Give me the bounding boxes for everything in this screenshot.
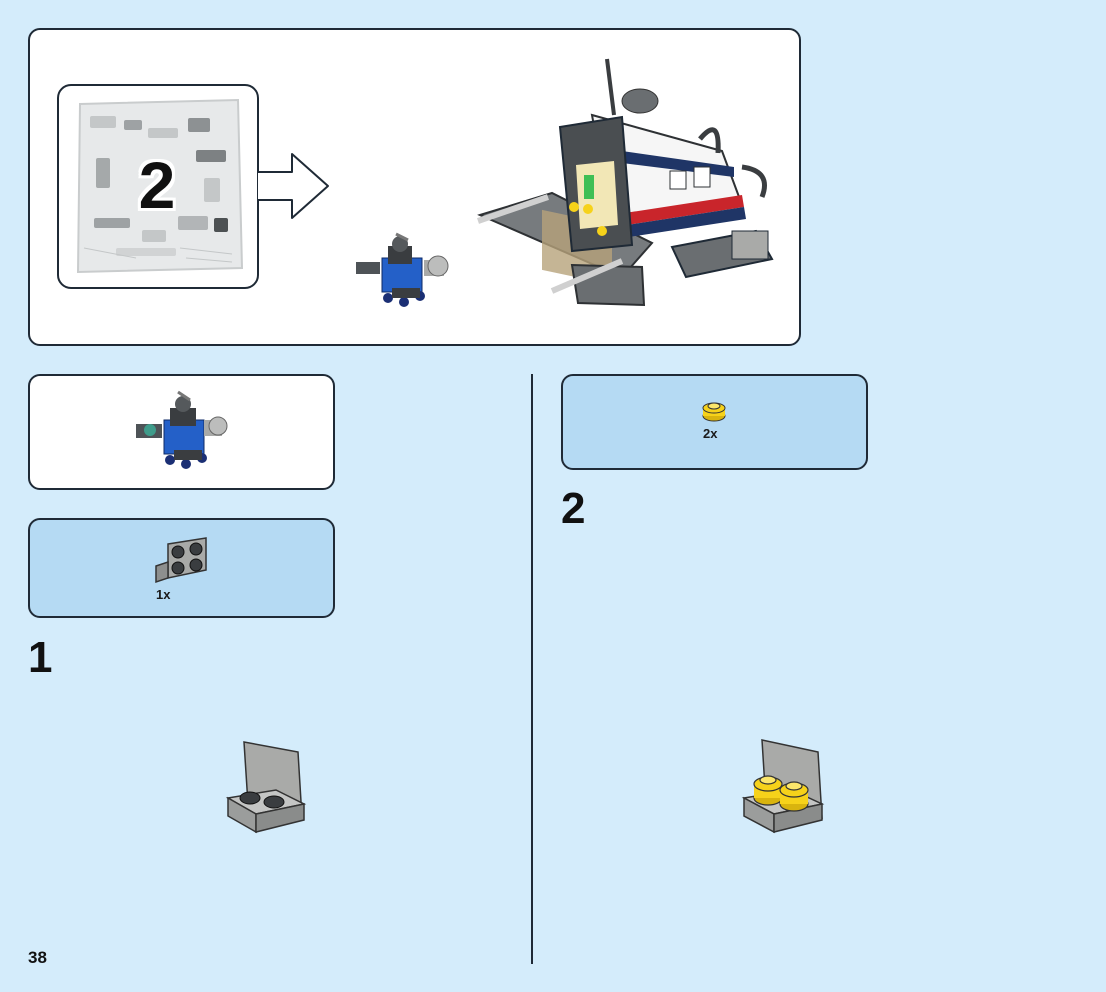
page-number: 38 <box>28 948 47 968</box>
step1-number: 1 <box>28 636 52 680</box>
step2-build-illustration <box>742 734 826 834</box>
step1-build-illustration <box>226 734 310 834</box>
bracket-part-icon <box>154 536 210 586</box>
bag-number: 2 <box>112 140 202 230</box>
yellow-round-plate-icon <box>702 400 726 422</box>
step-divider <box>531 374 533 964</box>
step2-parts-list <box>561 374 868 470</box>
completed-model-illustration <box>472 55 782 313</box>
subassembly-preview-illustration <box>130 388 230 474</box>
step2-number: 2 <box>561 487 585 531</box>
step1-part-qty: 1x <box>156 587 170 602</box>
blue-submodel-illustration <box>352 232 452 314</box>
step2-part-qty: 2x <box>703 426 717 441</box>
arrow-right-icon <box>258 152 334 220</box>
